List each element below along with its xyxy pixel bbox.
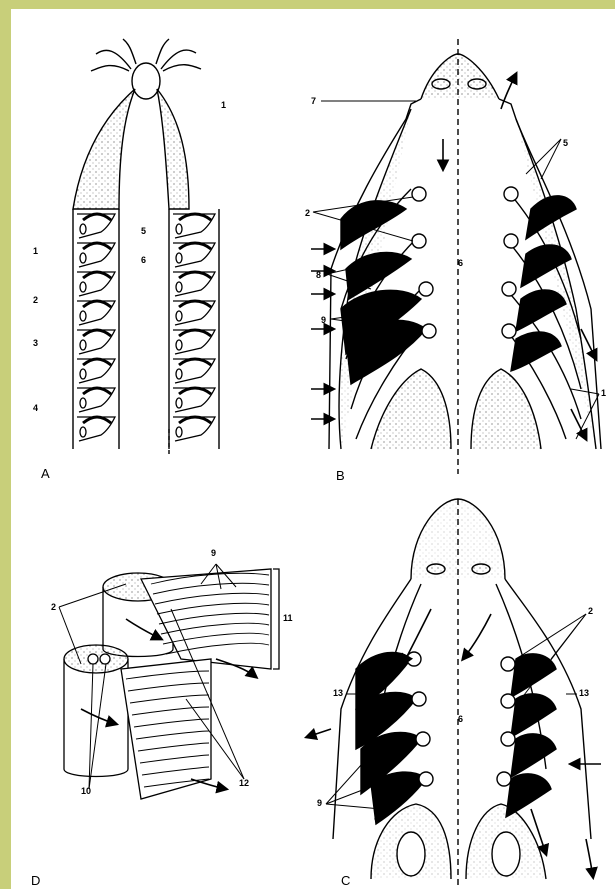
gill-bar <box>179 243 211 249</box>
label-b-7: 7 <box>311 97 316 106</box>
label-b-8: 8 <box>316 271 321 280</box>
label-b-6: 6 <box>458 259 463 268</box>
label-d-11: 11 <box>283 614 293 623</box>
gill-pore <box>176 282 182 292</box>
gill-bar <box>83 330 111 336</box>
panel-c-diagram <box>333 499 591 889</box>
gill-bar <box>179 388 211 394</box>
gill-bar <box>179 417 211 423</box>
panel-c-arrows <box>307 609 601 877</box>
gill-pore <box>176 253 182 263</box>
label-d-9: 9 <box>211 549 216 558</box>
label-a-5: 5 <box>141 227 146 236</box>
label-c-9: 9 <box>317 799 322 808</box>
gill-pore <box>176 340 182 350</box>
panel-a-segments <box>77 214 215 441</box>
label-b-5: 5 <box>563 139 568 148</box>
gill-bar <box>83 214 111 220</box>
gill-pore <box>80 427 86 437</box>
panel-label-a: A <box>41 467 50 480</box>
gill-bar <box>83 417 111 423</box>
gill-bar <box>179 330 211 336</box>
gill-pore <box>80 253 86 263</box>
gill-bar <box>83 243 111 249</box>
figure-sheet: 1 5 6 1 2 3 4 7 5 2 8 9 6 1 9 11 2 12 10… <box>11 9 615 889</box>
gill-bar <box>83 272 111 278</box>
label-c-2: 2 <box>588 607 593 616</box>
label-b-1: 1 <box>601 389 606 398</box>
label-d-10: 10 <box>81 787 91 796</box>
gill-bar <box>83 359 111 365</box>
panel-b-diagram <box>329 39 601 474</box>
label-b-9: 9 <box>321 316 326 325</box>
gill-pore <box>176 369 182 379</box>
gill-pore <box>80 340 86 350</box>
gill-pore <box>80 398 86 408</box>
panel-label-b: B <box>336 469 345 482</box>
gill-pore <box>80 282 86 292</box>
label-a-left-4: 4 <box>33 404 38 413</box>
panel-label-c: C <box>341 874 350 887</box>
gill-bar <box>83 301 111 307</box>
gill-bar <box>179 272 211 278</box>
panel-label-d: D <box>31 874 40 887</box>
gill-pore <box>80 224 86 234</box>
label-a-1: 1 <box>221 101 226 110</box>
label-a-left-3: 3 <box>33 339 38 348</box>
panel-a-diagram <box>73 39 219 454</box>
gill-pore <box>176 427 182 437</box>
panel-d-diagram <box>64 569 279 799</box>
gill-bar <box>179 214 211 220</box>
label-b-2: 2 <box>305 209 310 218</box>
label-c-13-right: 13 <box>579 689 589 698</box>
label-a-left-1: 1 <box>33 247 38 256</box>
gill-pore <box>80 369 86 379</box>
label-d-2: 2 <box>51 603 56 612</box>
gill-bar <box>179 301 211 307</box>
gill-pore <box>80 311 86 321</box>
gill-pore <box>176 311 182 321</box>
label-c-6: 6 <box>458 715 463 724</box>
label-d-12: 12 <box>239 779 249 788</box>
gill-pore <box>176 224 182 234</box>
figure-drawing <box>11 9 615 889</box>
label-a-6: 6 <box>141 256 146 265</box>
label-c-13-left: 13 <box>333 689 343 698</box>
gill-bar <box>83 388 111 394</box>
gill-pore <box>176 398 182 408</box>
gill-bar <box>179 359 211 365</box>
label-a-left-2: 2 <box>33 296 38 305</box>
